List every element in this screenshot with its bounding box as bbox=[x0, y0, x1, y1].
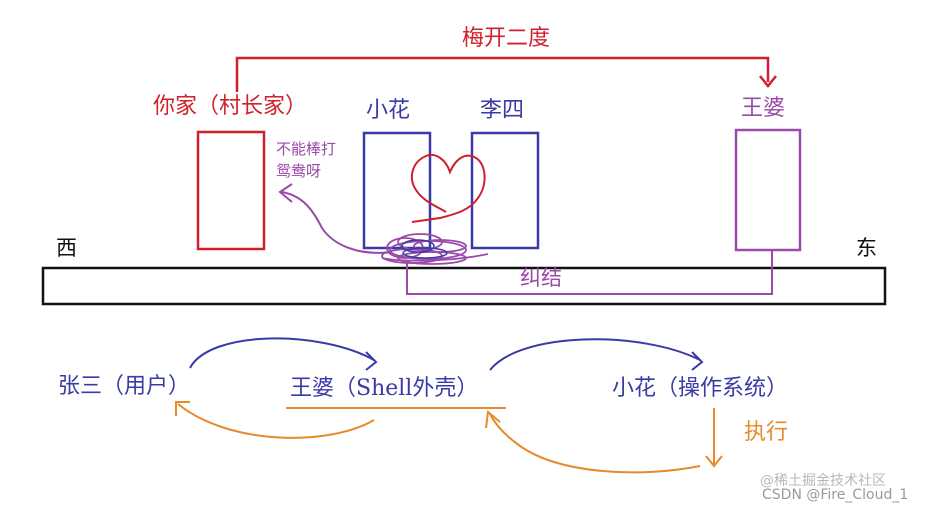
shell-to-user-arrow bbox=[177, 403, 375, 439]
east-label: 东 bbox=[856, 236, 877, 260]
meikai-arrowhead bbox=[759, 75, 777, 89]
flow-os-label: 小花（操作系统） bbox=[612, 376, 789, 401]
meikai-label: 梅开二度 bbox=[462, 26, 551, 51]
no-break-note-line1: 不能棒打 bbox=[276, 140, 337, 158]
execute-label: 执行 bbox=[744, 420, 789, 445]
house-lisi-label: 李四 bbox=[480, 98, 525, 123]
no-break-note-line2: 鸳鸯呀 bbox=[276, 162, 322, 180]
house-xiaohua-label: 小花 bbox=[366, 98, 411, 123]
shell-to-user-arrowhead bbox=[175, 401, 190, 416]
entangle-label: 纠结 bbox=[520, 266, 562, 290]
os-to-shell-arrowhead bbox=[485, 410, 501, 429]
shell-to-os-arrow bbox=[489, 338, 701, 371]
house-you bbox=[196, 130, 266, 251]
heart-scribble bbox=[410, 154, 486, 223]
meikai-arrow bbox=[235, 56, 770, 92]
execute-arrowhead bbox=[705, 455, 723, 468]
user-to-shell-arrow bbox=[189, 337, 375, 369]
tangle-scribble-blue bbox=[401, 239, 448, 259]
os-to-shell-arrow bbox=[489, 413, 701, 474]
no-break-arrowhead bbox=[278, 183, 293, 203]
house-wangpo bbox=[734, 128, 802, 252]
no-break-arrow bbox=[281, 191, 393, 254]
watermark-csdn: CSDN @Fire_Cloud_1 bbox=[762, 487, 909, 503]
house-xiaohua bbox=[362, 131, 432, 250]
west-label: 西 bbox=[56, 236, 77, 260]
road-bar bbox=[41, 266, 887, 306]
flow-user-label: 张三（用户） bbox=[58, 374, 191, 399]
house-wangpo-label: 王婆 bbox=[741, 96, 786, 121]
shell-to-os-arrowhead bbox=[691, 351, 704, 371]
watermark-juejin: @稀土掘金技术社区 bbox=[760, 473, 886, 489]
entangle-line bbox=[406, 250, 773, 295]
flow-shell-label: 王婆（Shell外壳） bbox=[290, 376, 479, 401]
house-you-label: 你家（村长家） bbox=[153, 94, 308, 119]
user-to-shell-arrowhead bbox=[365, 351, 378, 371]
house-lisi bbox=[470, 131, 540, 250]
